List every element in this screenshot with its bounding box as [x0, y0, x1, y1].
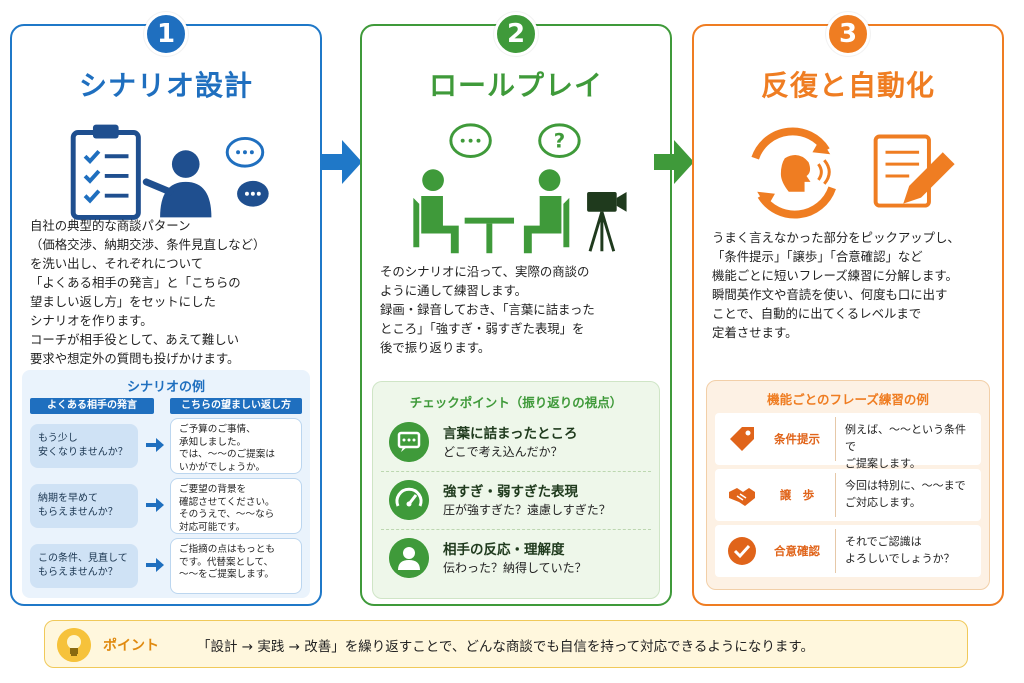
example-row: この条件、見直して もらえませんか？ ご指摘の点はもっとも です。代替案として、… — [30, 538, 302, 596]
key-point-label: ポイント — [103, 638, 159, 654]
chat-icon — [389, 422, 429, 462]
customer-statement: この条件、見直して もらえませんか？ — [30, 544, 138, 588]
example-title: シナリオの例 — [126, 380, 205, 395]
phrase-example: それでご認識は よろしいでしょうか？ — [845, 535, 955, 565]
flow-arrow-icon — [322, 140, 362, 184]
customer-statement: 納期を早めて もらえませんか？ — [30, 484, 138, 528]
key-point-banner: ポイント 「設計 → 実践 → 改善」を繰り返すことで、どんな商談でも自信を持っ… — [44, 620, 968, 668]
phrase-title: 機能ごとのフレーズ練習の例 — [767, 392, 929, 407]
checkpoint-question: どこで考え込んだか？ — [443, 445, 563, 459]
step-title: ロールプレイ — [428, 69, 603, 102]
step-description: そのシナリオに沿って、実際の商談の ように通して練習します。 録画・録音しておき… — [380, 264, 595, 355]
scenario-example-box: シナリオの例 よくある相手の発言 こちらの望ましい返し方 もう少し 安くなりませ… — [22, 370, 310, 598]
checkpoint-heading: 相手の反応・理解度 — [443, 542, 565, 558]
step-panel-scenario-design: 1 シナリオ設計 自社の典型的な商談パターン （価格交渉、納期交渉、条件見直しな… — [10, 12, 322, 606]
phrase-row: 合意確認 それでご認識は よろしいでしょうか？ — [715, 525, 981, 577]
flow-arrow-icon — [654, 140, 694, 184]
video-camera-icon — [587, 192, 627, 252]
svg-text:?: ? — [554, 130, 565, 153]
phrase-label: 条件提示 — [774, 432, 820, 446]
preferred-response: ご予算のご事情、 承知しました。 では、〜〜のご提案は いかがでしょうか。 — [170, 418, 302, 474]
phrase-row: 譲 歩 今回は特別に、〜〜まで ご対応します。 — [715, 469, 981, 521]
cycle-speaking-icon — [751, 127, 836, 219]
checkpoint-title: チェックポイント（振り返りの視点） — [409, 395, 623, 410]
question-bubble-icon: ? — [538, 123, 581, 158]
step-description: うまく言えなかった部分をピックアップし、 「条件提示」「譲歩」「合意確認」など … — [712, 230, 960, 340]
speech-bubble-icon — [449, 123, 492, 158]
example-row: 納期を早めて もらえませんか？ ご要望の背景を 確認させてください。 そのうえで… — [30, 478, 302, 536]
checkpoint-question: 伝わった？納得していた？ — [443, 561, 587, 575]
phrase-example: 今回は特別に、〜〜まで ご対応します。 — [845, 479, 966, 509]
document-pencil-icon — [873, 134, 955, 208]
phrase-label: 譲 歩 — [779, 488, 815, 502]
checkpoint-item: 言葉に詰まったところ どこで考え込んだか？ — [381, 416, 651, 472]
step-number-badge: 1 — [144, 12, 188, 56]
step-description: 自社の典型的な商談パターン （価格交渉、納期交渉、条件見直しなど） を洗い出し、… — [30, 218, 266, 366]
phrase-example: 例えば、〜〜という条件で ご提案します。 — [845, 423, 966, 470]
tag-icon — [730, 427, 754, 451]
phrase-row: 条件提示 例えば、〜〜という条件で ご提案します。 — [715, 413, 981, 470]
step-title: シナリオ設計 — [78, 69, 253, 102]
customer-statement: もう少し 安くなりませんか？ — [30, 424, 138, 468]
step-title: 反復と自動化 — [760, 69, 935, 102]
roleplay-illustration: ? — [413, 123, 627, 254]
handshake-icon — [729, 488, 755, 506]
checkpoint-heading: 言葉に詰まったところ — [443, 426, 578, 442]
arrow-right-icon — [146, 558, 164, 572]
preferred-response: ご指摘の点はもっとも です。代替案として、 〜〜をご提案します。 — [170, 538, 302, 594]
checkpoint-box: チェックポイント（振り返りの視点） 言葉に詰まったところ どこで考え込んだか？ … — [372, 381, 660, 599]
clipboard-icon — [70, 124, 141, 220]
step-number-badge: 3 — [826, 12, 870, 56]
checkpoint-question: 圧が強すぎた？遠慮しすぎた？ — [443, 503, 611, 517]
checkpoint-item: 相手の反応・理解度 伝わった？納得していた？ — [381, 532, 651, 588]
lightbulb-icon — [57, 628, 91, 662]
coach-person-icon — [142, 150, 212, 218]
column-header-right: こちらの望ましい返し方 — [170, 398, 302, 414]
checkpoint-item: 強すぎ・弱すぎた表現 圧が強すぎた？遠慮しすぎた？ — [381, 474, 651, 530]
preferred-response: ご要望の背景を 確認させてください。 そのうえで、〜〜なら 対応可能です。 — [170, 478, 302, 534]
repetition-illustration — [751, 127, 955, 219]
checkpoint-heading: 強すぎ・弱すぎた表現 — [443, 484, 578, 500]
phrase-practice-box: 機能ごとのフレーズ練習の例 条件提示 例えば、〜〜という条件で ご提案します。 … — [706, 380, 990, 590]
step-number-badge: 2 — [494, 12, 538, 56]
speech-bubble-icon — [225, 136, 269, 207]
column-header-left: よくある相手の発言 — [30, 398, 154, 414]
arrow-right-icon — [146, 498, 164, 512]
step-panel-repetition: 3 反復と自動化 うまく言えなかった部分をピックアップし、 「条件提示」「譲歩」… — [692, 12, 1004, 606]
step-panel-roleplay: 2 ロールプレイ ? そのシナリオに沿って、実際の商談の ように通して練習します… — [360, 12, 672, 606]
clipboard-coach-illustration — [70, 124, 269, 220]
phrase-label: 合意確認 — [774, 544, 820, 558]
key-point-text: 「設計 → 実践 → 改善」を繰り返すことで、どんな商談でも自信を持って対応でき… — [197, 639, 815, 655]
seated-people-icon — [413, 169, 570, 254]
check-circle-icon — [728, 537, 756, 565]
example-row: もう少し 安くなりませんか？ ご予算のご事情、 承知しました。 では、〜〜のご提… — [30, 418, 302, 476]
arrow-right-icon — [146, 438, 164, 452]
person-icon — [389, 538, 429, 578]
gauge-icon — [389, 480, 429, 520]
